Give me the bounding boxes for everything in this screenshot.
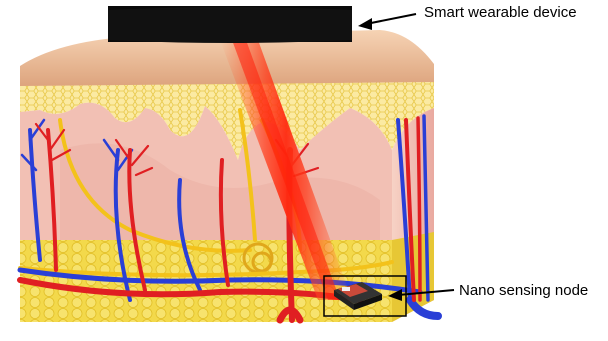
label-nano-sensing-node: Nano sensing node bbox=[459, 282, 588, 299]
label-smart-wearable-device: Smart wearable device bbox=[424, 4, 577, 21]
arrow-icon bbox=[358, 14, 416, 30]
wearable-device bbox=[108, 6, 352, 43]
